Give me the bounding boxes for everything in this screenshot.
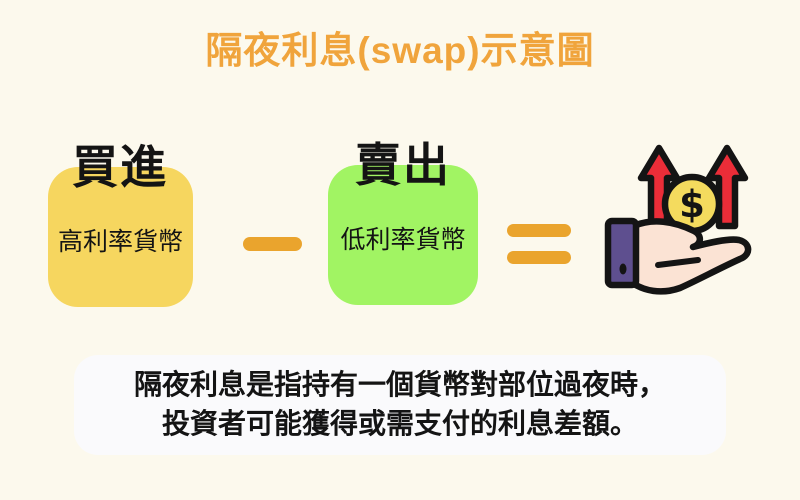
buy-currency-box: 高利率貨幣	[48, 167, 193, 307]
minus-operator-icon	[243, 237, 302, 251]
buy-currency-text: 高利率貨幣	[57, 228, 183, 256]
buy-action-label: 買進	[72, 141, 168, 193]
sell-currency-box: 低利率貨幣	[328, 165, 478, 305]
open-hand-icon	[604, 217, 752, 295]
description-line-1: 隔夜利息是指持有一個貨幣對部位過夜時，	[133, 369, 666, 401]
description-box: 隔夜利息是指持有一個貨幣對部位過夜時， 投資者可能獲得或需支付的利息差額。	[74, 355, 726, 455]
sell-currency-text: 低利率貨幣	[340, 226, 466, 254]
dollar-coin-icon: $	[661, 173, 723, 235]
page-title: 隔夜利息(swap)示意圖	[205, 30, 595, 71]
equals-operator-icon	[507, 251, 571, 264]
equals-operator-icon	[507, 224, 571, 237]
dollar-sign-glyph: $	[679, 183, 705, 226]
description-line-2: 投資者可能獲得或需支付的利息差額。	[161, 408, 638, 439]
up-arrow-right-icon	[705, 144, 749, 230]
sell-action-label: 賣出	[355, 139, 451, 191]
sleeve-cuff	[604, 217, 640, 289]
hand-receiving-money-icon: $	[604, 144, 752, 295]
cuff-button-dot	[619, 263, 627, 275]
palm-crease-line	[655, 257, 701, 268]
